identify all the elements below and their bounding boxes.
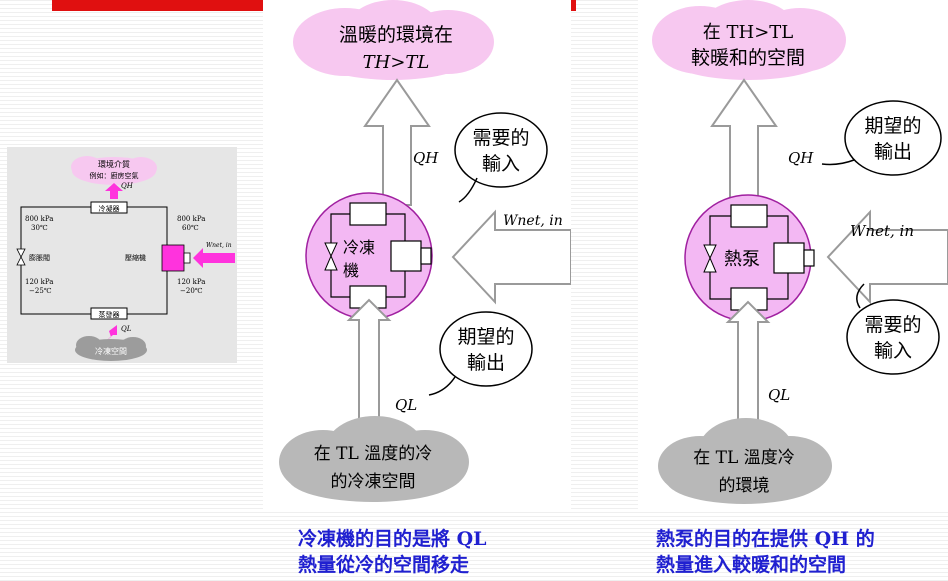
condenser-box — [90, 201, 128, 214]
expansion-valve-label: 膨脹閥 — [29, 253, 50, 262]
t-left-top: 30℃ — [31, 224, 48, 232]
heat-pump-qh-arrow — [710, 78, 778, 206]
t-right-top: 60℃ — [182, 224, 199, 232]
heat-pump-desired-output-bubble — [821, 100, 942, 176]
refrigerator-required-line1: 需要的 — [472, 127, 529, 149]
t-left-bot: −25℃ — [29, 287, 52, 295]
evaporator-box — [90, 307, 128, 320]
p-right-top: 800 kPa — [177, 215, 205, 223]
refrigerator-valve-icon — [324, 242, 338, 258]
heat-pump-ql-arrow — [725, 300, 771, 431]
env-line1: 環境介質 — [98, 159, 130, 169]
cold-space-label: 冷凍空間 — [95, 346, 127, 356]
refrigerator-device-line1: 冷凍 — [343, 238, 375, 257]
heat-pump-wnet: Wnet, in — [850, 222, 914, 240]
refrigerator-ql-arrow — [346, 298, 392, 431]
p-left-bot: 120 kPa — [25, 278, 53, 286]
refrigerator-bottom-line1: 在 TL 溫度的冷 — [314, 444, 432, 464]
heat-pump-caption-line1: 熱泵的目的在提供 QH 的 — [656, 528, 875, 550]
heat-pump-condenser-box — [730, 204, 768, 228]
refrigerator-desired-line1: 期望的 — [457, 326, 514, 348]
refrigerator-qh-arrow — [363, 78, 431, 206]
compressor-icon — [161, 244, 185, 272]
heat-pump-caption-line2: 熱量進入較暖和的空間 — [656, 554, 847, 576]
refrigerator-required-line2: 輸入 — [482, 153, 520, 175]
p-right-bot: 120 kPa — [177, 278, 205, 286]
heat-pump-device-label: 熱泵 — [724, 249, 760, 270]
refrigerator-bottom-cloud — [279, 416, 469, 502]
heat-pump-ql: QL — [768, 386, 790, 404]
refrigerator-desired-line2: 輸出 — [467, 352, 505, 374]
heat-pump-valve-icon — [703, 244, 717, 260]
refrigerator-panel: 溫暖的環境在 TH>TL QH 需要的 輸入 Wnet, in 冷凍 機 期望的 — [263, 0, 572, 510]
heat-pump-top-line1: 在 TH>TL — [703, 22, 794, 43]
refrigerator-bottom-line2: 的冷凍空間 — [331, 472, 416, 492]
qh-arrow — [105, 183, 123, 199]
refrigerator-compressor-icon — [390, 240, 422, 272]
heat-pump-compressor-icon — [773, 242, 805, 274]
refrigerator-required-input-bubble — [454, 112, 548, 203]
env-line2: 例如：廚房空氣 — [90, 171, 139, 180]
heat-pump-desired-line2: 輸出 — [874, 141, 912, 163]
compressor-label: 壓縮機 — [125, 253, 146, 262]
small-qh: QH — [121, 182, 134, 190]
heat-pump-top-line2: 較暖和的空間 — [691, 47, 805, 69]
condenser-label: 冷凝器 — [99, 204, 120, 213]
ql-arrow — [103, 325, 117, 343]
heat-pump-required-input-bubble — [846, 283, 940, 375]
heat-pump-required-line1: 需要的 — [864, 314, 921, 336]
refrigerator-qh: QH — [413, 149, 439, 167]
small-schematic-panel: 環境介質 例如：廚房空氣 QH 冷凝器 蒸發器 膨脹閥 壓縮機 Wnet, in… — [7, 147, 237, 363]
refrigerator-desired-output-bubble — [428, 311, 533, 396]
t-right-bot: −20℃ — [180, 287, 203, 295]
env-cloud — [71, 156, 157, 185]
small-schematic-svg: 環境介質 例如：廚房空氣 QH 冷凝器 蒸發器 膨脹閥 壓縮機 Wnet, in… — [16, 156, 235, 361]
heat-pump-top-cloud — [652, 0, 846, 80]
heat-pump-bottom-line2: 的環境 — [719, 476, 770, 496]
heat-pump-bottom-cloud — [658, 418, 832, 504]
heat-pump-panel: 在 TH>TL 較暖和的空間 QH 期望的 輸出 Wnet, in 熱泵 需要的… — [638, 0, 948, 510]
heat-pump-wnet-arrow — [826, 209, 948, 305]
expansion-valve-icon — [16, 248, 26, 258]
refrigerator-top-line1: 溫暖的環境在 — [339, 24, 453, 46]
small-ql: QL — [121, 325, 132, 333]
refrigerator-svg: 溫暖的環境在 TH>TL QH 需要的 輸入 Wnet, in 冷凍 機 期望的 — [279, 0, 572, 502]
refrigerator-device-line2: 機 — [343, 261, 359, 280]
refrigerator-top-cloud — [293, 0, 494, 80]
refrigerator-condenser-box — [349, 202, 387, 226]
heat-pump-bottom-line1: 在 TL 溫度冷 — [693, 448, 794, 468]
p-left-top: 800 kPa — [25, 215, 53, 223]
heat-pump-required-line2: 輸入 — [874, 340, 912, 362]
heat-pump-svg: 在 TH>TL 較暖和的空間 QH 期望的 輸出 Wnet, in 熱泵 需要的… — [652, 0, 948, 504]
refrigerator-caption-line2: 熱量從冷的空間移走 — [298, 554, 470, 576]
heat-pump-qh: QH — [788, 149, 814, 167]
cold-space-cloud — [75, 336, 147, 361]
small-wnet: Wnet, in — [206, 242, 232, 249]
refrigerator-wnet: Wnet, in — [503, 213, 563, 229]
refrigerator-caption-line1: 冷凍機的目的是將 QL — [298, 528, 487, 550]
evaporator-label: 蒸發器 — [99, 310, 120, 319]
wnet-arrow — [193, 248, 235, 268]
heat-pump-desired-line1: 期望的 — [864, 115, 921, 137]
refrigerator-ql: QL — [395, 396, 417, 414]
refrigerator-top-line2: TH>TL — [363, 52, 430, 73]
refrigerator-wnet-arrow — [451, 209, 572, 305]
